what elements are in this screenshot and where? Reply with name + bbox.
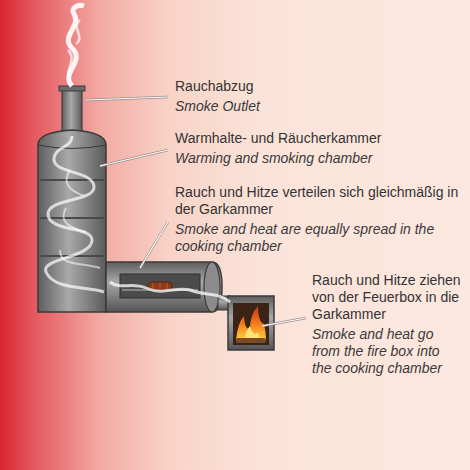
smoke-wisp [46,136,104,292]
leader-line [262,318,306,326]
sausage-mark [160,283,161,289]
flame-core [244,326,260,340]
flame [236,306,266,340]
leader-line [86,97,168,100]
sausage-mark [167,283,168,289]
english-caption: Smoke and heat go from the fire box into… [312,326,462,377]
tower-lid-seam [38,145,106,149]
smoking-tower [38,130,106,312]
german-caption: Rauchabzug [175,78,460,95]
german-caption: Rauch und Hitze ziehen von der Feuerbox … [312,272,462,323]
english-caption: Smoke Outlet [175,98,460,115]
fire-box [228,296,274,350]
german-caption: Warmhalte- und Räucherkammer [175,130,460,147]
leader-line [140,222,168,268]
smoke-plume [68,20,80,80]
leader-line [140,222,168,268]
smoke-plume [68,5,84,86]
chimney-rim [59,86,85,91]
leader-line [100,150,168,166]
log [236,338,266,343]
german-caption: Rauch und Hitze verteilen sich gleichmäß… [175,184,463,218]
sausage-mark [153,283,154,289]
leader-line [86,97,168,100]
english-caption: Smoke and heat are equally spread in the… [175,221,463,255]
tower-rack [40,179,104,181]
fire-box-opening [233,303,269,345]
smoke-wisp [110,282,230,302]
english-caption: Warming and smoking chamber [175,150,460,167]
leader-line [262,318,306,326]
smoke-wisp [60,170,100,268]
leader-line [100,150,168,166]
